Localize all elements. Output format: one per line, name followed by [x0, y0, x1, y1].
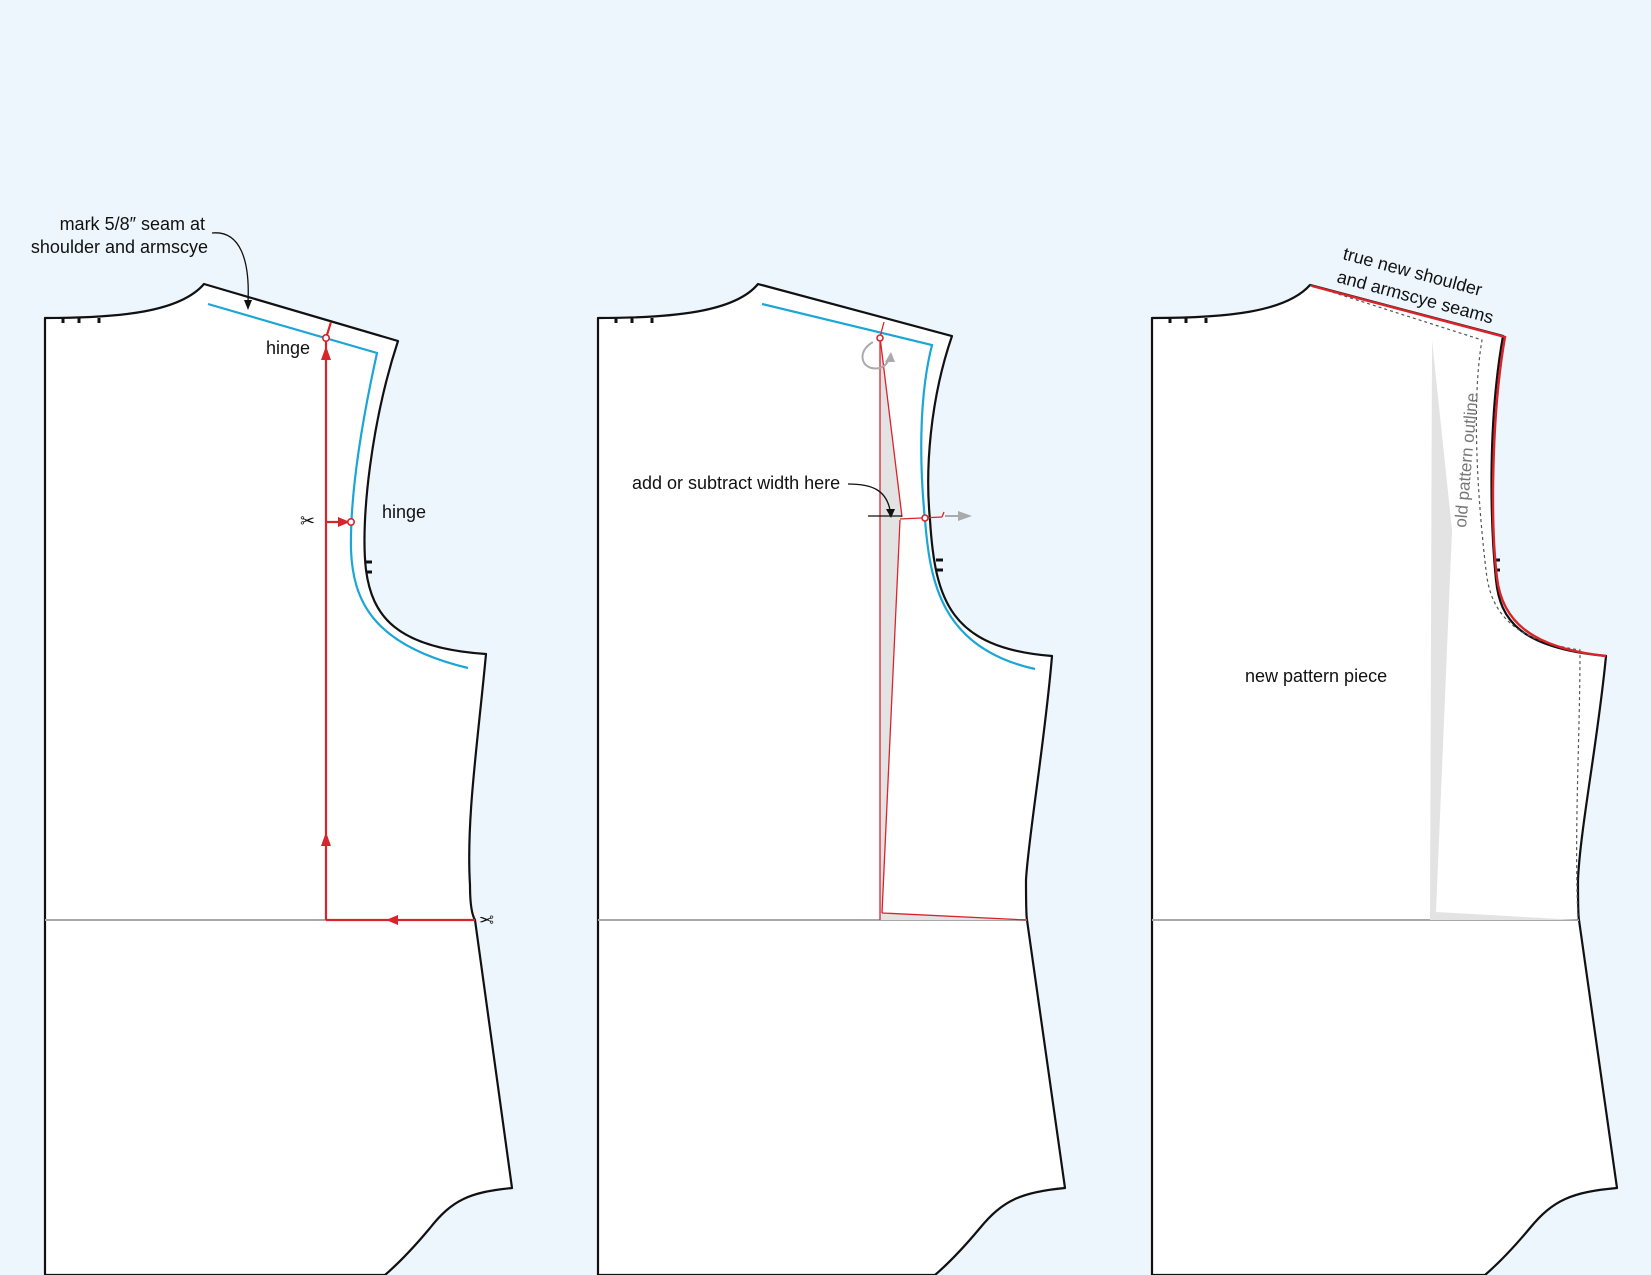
hinge-side-label: hinge [382, 502, 426, 522]
cut-lines [321, 321, 475, 925]
seam-note-line2: shoulder and armscye [31, 237, 208, 257]
adjust-note-label: add or subtract width here [632, 473, 840, 493]
bodice-outline [43, 282, 514, 1275]
width-arrow-icon [945, 511, 972, 521]
trued-seam-line [1311, 284, 1607, 658]
scissors-icon: ✂ [479, 908, 494, 929]
panel-step-2: add or subtract width here [596, 282, 1067, 1275]
back-notches [61, 318, 101, 323]
seam-allowance-line [207, 302, 469, 670]
armhole-notches [936, 558, 943, 572]
cut-lines [876, 321, 1028, 921]
seam-note-line1: mark 5/8″ seam at [60, 214, 205, 234]
bodice-outline [1150, 283, 1619, 1275]
adjust-note-leader [847, 483, 891, 511]
bodice-outline [596, 282, 1067, 1275]
new-piece-label: new pattern piece [1245, 666, 1387, 686]
scissors-icon: ✂ [300, 511, 315, 532]
hinge-top-label: hinge [266, 338, 310, 358]
back-notches [614, 318, 654, 323]
back-notches [1168, 318, 1208, 323]
armhole-notches [366, 560, 372, 574]
panel-step-1: ✂ ✂ mark 5/8″ seam at shoulder and armsc… [31, 214, 514, 1275]
old-outline-dotted [1309, 284, 1581, 921]
seam-note-leader [211, 232, 249, 303]
panel-step-3: true new shoulder and armscye seams old … [1150, 244, 1619, 1275]
